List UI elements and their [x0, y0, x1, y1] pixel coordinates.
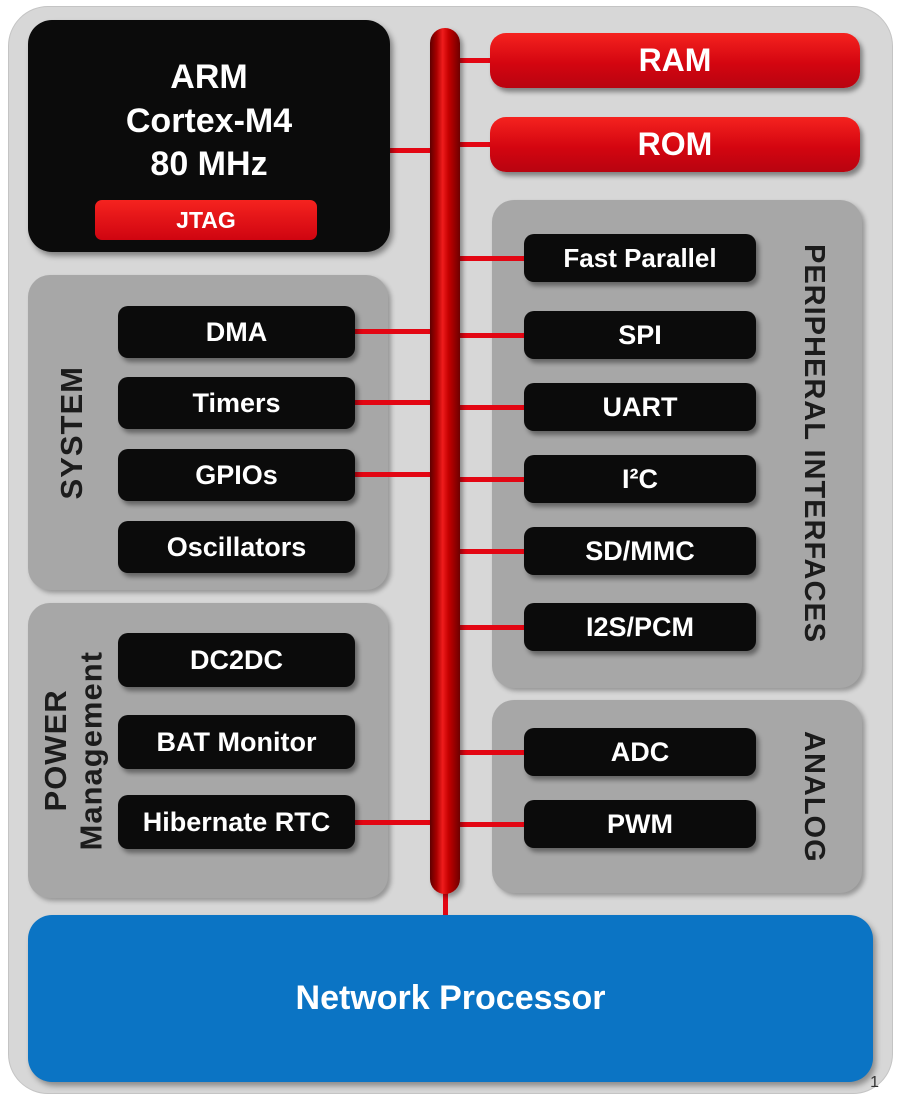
- block-pwm: PWM: [524, 800, 756, 848]
- cpu-block: ARM Cortex-M4 80 MHz JTAG: [28, 20, 390, 252]
- connector-pwm: [458, 822, 526, 827]
- bus-to-network-connector: [443, 890, 448, 918]
- block-oscillators: Oscillators: [118, 521, 355, 573]
- connector-adc: [458, 750, 526, 755]
- block-sd-mmc: SD/MMC: [524, 527, 756, 575]
- connector-sd-mmc: [458, 549, 526, 554]
- connector-dma: [353, 329, 432, 334]
- power-group-label: POWER Management: [38, 650, 109, 851]
- connector-uart: [458, 405, 526, 410]
- block-bat-monitor: BAT Monitor: [118, 715, 355, 769]
- block-hibernate-rtc: Hibernate RTC: [118, 795, 355, 849]
- analog-group-label-strip: ANALOG: [765, 700, 862, 893]
- page-number: 1: [870, 1074, 879, 1091]
- analog-group-label: ANALOG: [798, 730, 830, 863]
- connector-timers: [353, 400, 432, 405]
- connector-cpu: [388, 148, 432, 153]
- block-adc: ADC: [524, 728, 756, 776]
- ram-block: RAM: [490, 33, 860, 88]
- connector-gpios: [353, 472, 432, 477]
- block-timers: Timers: [118, 377, 355, 429]
- system-group-label-strip: SYSTEM: [28, 275, 116, 590]
- connector-rom: [458, 142, 492, 147]
- cpu-label-line3: 80 MHz: [150, 145, 268, 184]
- block-dc2dc: DC2DC: [118, 633, 355, 687]
- connector-spi: [458, 333, 526, 338]
- peripheral-group-label-strip: PERIPHERAL INTERFACES: [765, 200, 862, 688]
- cpu-label-line1: ARM: [170, 58, 248, 96]
- power-group-label-strip: POWER Management: [28, 603, 120, 898]
- block-dma: DMA: [118, 306, 355, 358]
- block-fast-parallel: Fast Parallel: [524, 234, 756, 282]
- connector-ram: [458, 58, 492, 63]
- connector-i2c: [458, 477, 526, 482]
- peripheral-group-label: PERIPHERAL INTERFACES: [798, 244, 830, 644]
- connector-hibernate-rtc: [353, 820, 432, 825]
- block-gpios: GPIOs: [118, 449, 355, 501]
- connector-fast-parallel: [458, 256, 526, 261]
- rom-block: ROM: [490, 117, 860, 172]
- block-i2s-pcm: I2S/PCM: [524, 603, 756, 651]
- block-spi: SPI: [524, 311, 756, 359]
- cpu-label: ARM Cortex-M4 80 MHz: [28, 56, 390, 187]
- jtag-block: JTAG: [95, 200, 317, 240]
- connector-i2s-pcm: [458, 625, 526, 630]
- block-uart: UART: [524, 383, 756, 431]
- block-i2c: I²C: [524, 455, 756, 503]
- cpu-label-line2: Cortex-M4: [125, 101, 293, 140]
- system-group-label: SYSTEM: [54, 365, 90, 500]
- system-bus: [430, 28, 460, 894]
- network-processor-block: Network Processor: [28, 915, 873, 1082]
